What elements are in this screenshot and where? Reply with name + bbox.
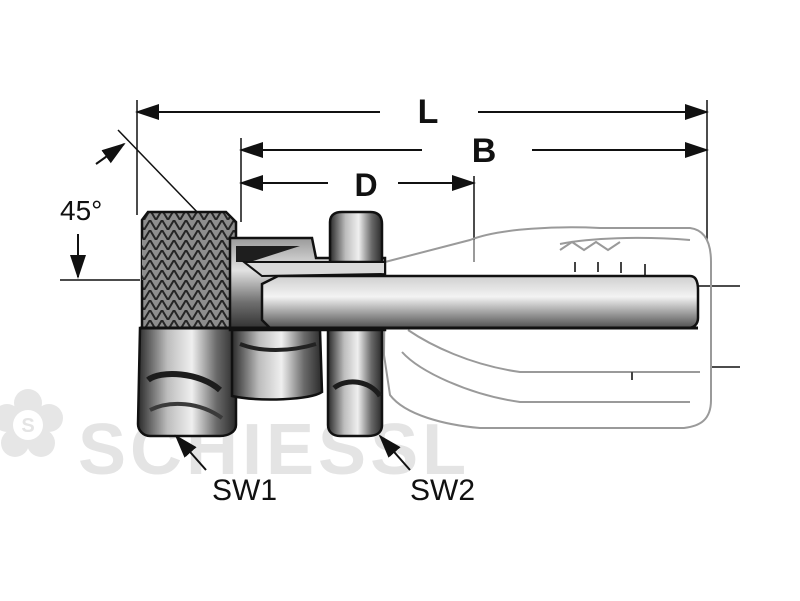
angle-label: 45° [60, 195, 102, 226]
hose-stem [140, 261, 700, 330]
callout-sw1-label: SW1 [212, 474, 277, 507]
svg-text:S: S [21, 415, 34, 437]
hose-ferrule [382, 226, 712, 429]
callout-sw2-label: SW2 [410, 474, 475, 507]
hex-sw2 [326, 210, 384, 438]
threaded-nut [136, 210, 238, 438]
dimension-L: L [135, 93, 709, 131]
dimension-D: D [239, 167, 476, 203]
schiessl-flower-logo: S [0, 389, 63, 457]
dimension-angle: 45° [60, 142, 126, 279]
callout-sw2: SW2 [378, 434, 475, 507]
dimension-B: B [239, 132, 709, 170]
ferrule-ribs [574, 262, 646, 380]
dimension-D-label: D [354, 167, 377, 203]
dimension-L-label: L [418, 93, 439, 131]
callout-sw1: SW1 [174, 434, 277, 507]
dimension-B-label: B [472, 132, 497, 170]
